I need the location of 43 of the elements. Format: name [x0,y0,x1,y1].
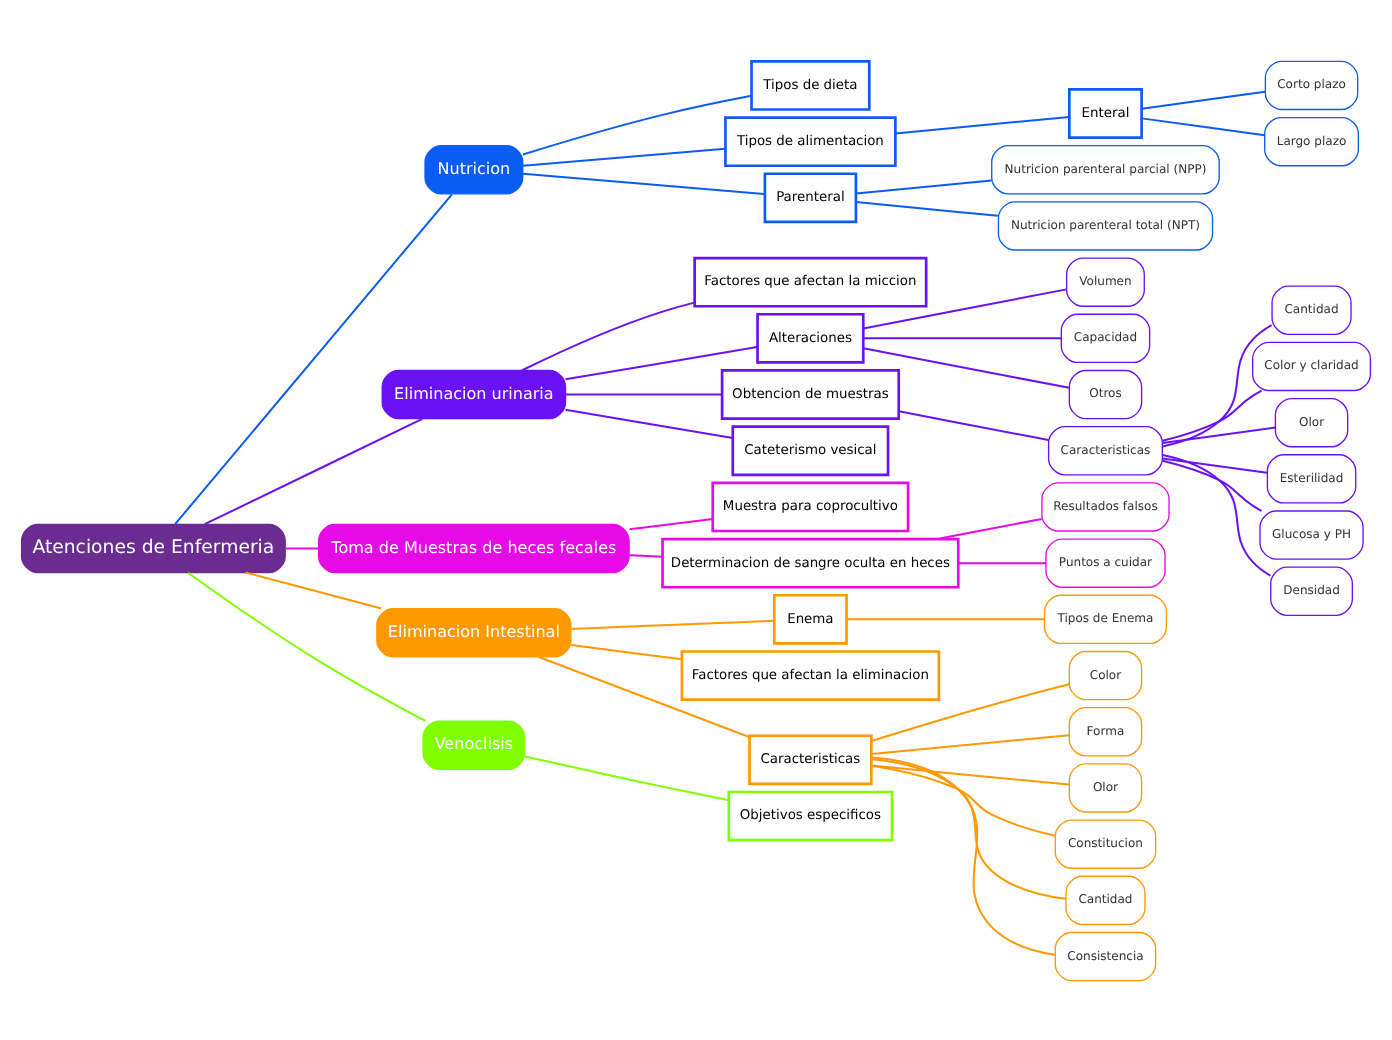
connector [895,114,1070,134]
connector [204,416,423,525]
connector [565,345,758,380]
connector [871,763,1056,836]
connector [1162,323,1273,447]
connector [174,192,453,524]
connector [245,570,382,609]
connector [847,617,1045,620]
connector [871,757,1066,899]
connector [863,346,1070,388]
connector [522,146,726,166]
connector [856,178,992,194]
connector [522,171,765,195]
connector [1162,456,1268,473]
connector [1162,425,1276,444]
connector [937,516,1042,539]
connector [871,763,1070,785]
connector [871,755,1055,955]
connector [629,516,713,530]
connector [629,553,663,557]
node-box: Atenciones de Enfermeria [20,522,286,573]
connector [571,643,683,660]
connector [565,407,733,438]
connector [187,570,426,721]
connector [1141,116,1265,136]
connector [565,392,722,395]
connector [1162,388,1262,441]
connector [871,682,1070,741]
connector [285,546,319,549]
connector [524,754,729,801]
connector [1141,89,1266,109]
connector [538,655,750,737]
connector [1162,453,1271,576]
connector [1162,458,1262,511]
connector [898,409,1049,441]
connector [521,300,695,371]
connector [571,618,775,629]
connector [856,200,998,216]
connector [863,287,1067,329]
connector [863,336,1062,339]
connector [522,93,752,155]
connector [871,733,1070,755]
connector [958,561,1046,564]
